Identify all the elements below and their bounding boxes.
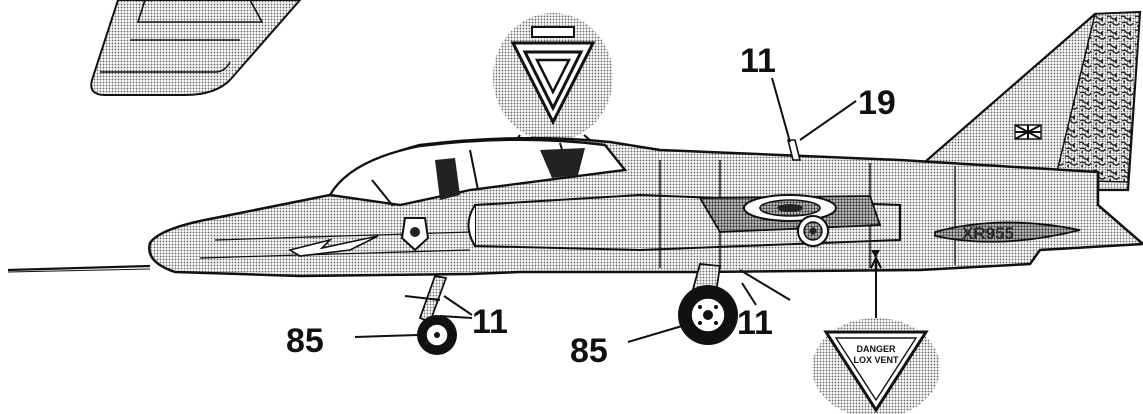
union-flag-icon bbox=[1014, 124, 1042, 140]
nose-landing-gear bbox=[404, 274, 457, 355]
main-landing-gear bbox=[678, 263, 791, 345]
pitot-probe bbox=[7, 264, 151, 273]
callout-11-antenna: 11 bbox=[740, 42, 776, 80]
wing-fragment bbox=[90, 0, 302, 96]
vertical-fin bbox=[916, 10, 1142, 192]
danger-label: DANGER bbox=[856, 344, 896, 354]
callout-85-nose-gear: 85 bbox=[286, 322, 324, 360]
danger-lox-vent-decal: DANGER LOX VENT bbox=[812, 318, 940, 414]
callout-85-main-gear: 85 bbox=[570, 332, 608, 370]
ejection-seat-warning-triangle-icon bbox=[461, 13, 619, 219]
raf-roundel-icon bbox=[743, 194, 837, 247]
callout-11-main-gear: 11 bbox=[737, 304, 773, 342]
callout-19-antenna: 19 bbox=[858, 84, 896, 122]
callout-11-nose-gear: 11 bbox=[472, 303, 508, 341]
aircraft-serial: XR955 bbox=[962, 224, 1014, 243]
lox-vent-label: LOX VENT bbox=[853, 355, 899, 365]
